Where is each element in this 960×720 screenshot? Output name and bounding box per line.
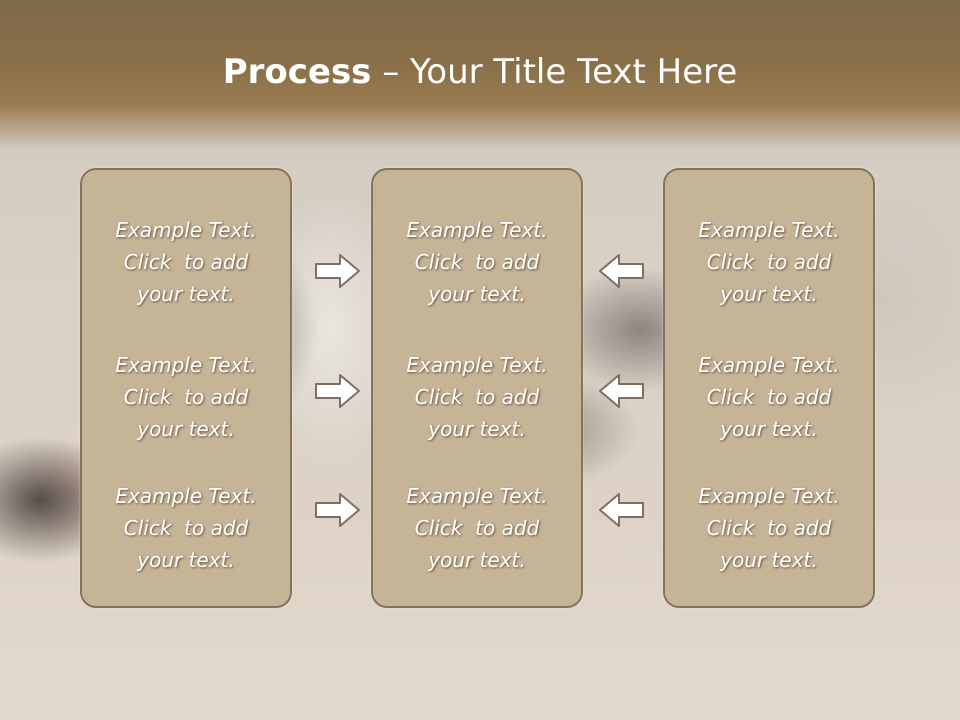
text-placeholder[interactable]: Example Text. Click to add your text. — [115, 484, 257, 572]
text-placeholder[interactable]: Example Text. Click to add your text. — [698, 218, 840, 306]
slide-title[interactable]: Process – Your Title Text Here — [0, 52, 960, 92]
left-panel: Example Text. Click to add your text. Ex… — [80, 168, 292, 608]
text-placeholder[interactable]: Example Text. Click to add your text. — [698, 353, 840, 441]
title-rest: – Your Title Text Here — [371, 52, 738, 92]
text-placeholder[interactable]: Example Text. Click to add your text. — [406, 218, 548, 306]
right-arrow-icon — [315, 493, 360, 527]
text-placeholder[interactable]: Example Text. Click to add your text. — [115, 353, 257, 441]
left-arrow-icon — [599, 254, 644, 288]
text-placeholder[interactable]: Example Text. Click to add your text. — [115, 218, 257, 306]
title-banner — [0, 0, 960, 150]
left-arrow-icon — [599, 493, 644, 527]
text-placeholder[interactable]: Example Text. Click to add your text. — [406, 353, 548, 441]
center-panel: Example Text. Click to add your text. Ex… — [371, 168, 583, 608]
right-panel: Example Text. Click to add your text. Ex… — [663, 168, 875, 608]
title-bold: Process — [222, 52, 372, 92]
text-placeholder[interactable]: Example Text. Click to add your text. — [698, 484, 840, 572]
right-arrow-icon — [315, 254, 360, 288]
left-arrow-icon — [599, 374, 644, 408]
right-arrow-icon — [315, 374, 360, 408]
text-placeholder[interactable]: Example Text. Click to add your text. — [406, 484, 548, 572]
